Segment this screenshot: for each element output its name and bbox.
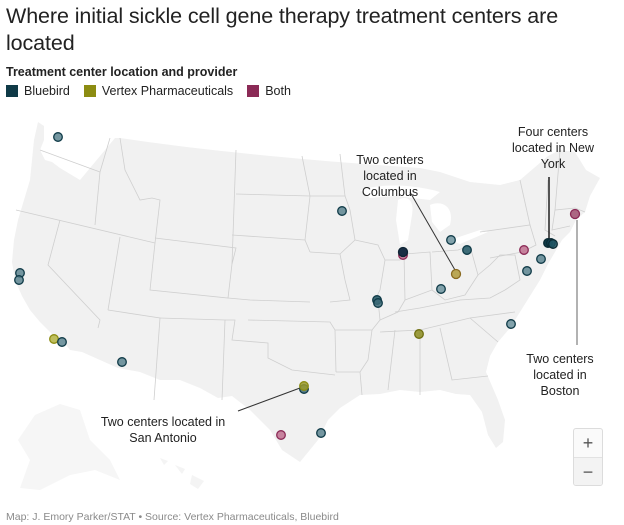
legend-label-vertex: Vertex Pharmaceuticals xyxy=(101,84,234,98)
dot-vertex-sanantonio xyxy=(299,381,309,391)
bluebird-swatch xyxy=(6,85,18,97)
us-map[interactable] xyxy=(0,110,624,505)
alaska-shape xyxy=(18,404,120,490)
dot-vertex-columbus xyxy=(450,268,462,280)
source-credit: Map: J. Emory Parker/STAT • Source: Vert… xyxy=(6,511,339,523)
legend-label-both: Both xyxy=(265,84,291,98)
columbus-leader-line xyxy=(409,191,456,271)
dot-bluebird-cleveland xyxy=(462,245,472,255)
dot-both-dc xyxy=(519,245,529,255)
san-antonio-leader-line xyxy=(237,387,301,412)
dot-bluebird-seattle xyxy=(53,132,63,142)
dot-bluebird-raleigh xyxy=(506,319,516,329)
legend-item-vertex: Vertex Pharmaceuticals xyxy=(83,84,234,98)
dot-bluebird-chicago xyxy=(397,246,409,258)
dot-bluebird-sf-2 xyxy=(14,275,24,285)
vertex-swatch xyxy=(83,85,96,97)
legend-label-bluebird: Bluebird xyxy=(24,84,70,98)
lake-michigan xyxy=(396,197,413,245)
dot-bluebird-baltimore xyxy=(522,266,532,276)
hawaii-shape xyxy=(160,458,204,489)
both-swatch xyxy=(247,85,260,97)
legend-item-both: Both xyxy=(247,84,291,98)
annotation-boston: Two centers located in Boston xyxy=(526,352,594,398)
legend-title: Treatment center location and provider xyxy=(6,65,238,79)
center-dots xyxy=(14,132,581,440)
dot-both-south-texas xyxy=(276,430,286,440)
lake-erie xyxy=(450,230,488,244)
zoom-in-button[interactable]: + xyxy=(582,432,594,453)
dot-bluebird-philadelphia xyxy=(536,254,546,264)
annotation-san-antonio: Two centers located in San Antonio xyxy=(100,415,226,445)
dot-bluebird-detroit xyxy=(446,235,456,245)
lake-superior xyxy=(360,185,440,200)
annotation-columbus: Two centers located in Columbus xyxy=(356,153,424,199)
dot-bluebird-newyork-3 xyxy=(548,239,558,249)
legend-item-bluebird: Bluebird xyxy=(6,84,70,98)
dot-bluebird-la xyxy=(57,337,67,347)
annotation-new-york: Four centers located in New York xyxy=(512,125,594,171)
dot-bluebird-minneapolis xyxy=(337,206,347,216)
dot-vertex-nashville xyxy=(414,329,424,339)
legend: Bluebird Vertex Pharmaceuticals Both xyxy=(6,84,291,98)
dot-bluebird-houston xyxy=(316,428,326,438)
zoom-control: + − xyxy=(573,428,603,486)
chart-title: Where initial sickle cell gene therapy t… xyxy=(6,4,559,55)
dot-both-boston xyxy=(569,208,581,220)
zoom-out-button[interactable]: − xyxy=(574,457,602,485)
state-borders xyxy=(15,137,586,401)
dot-vertex-la xyxy=(49,334,59,344)
dot-bluebird-phoenix xyxy=(117,357,127,367)
lake-huron xyxy=(430,203,451,232)
dot-bluebird-cincinnati xyxy=(436,284,446,294)
dot-bluebird-stlouis-2 xyxy=(373,298,383,308)
